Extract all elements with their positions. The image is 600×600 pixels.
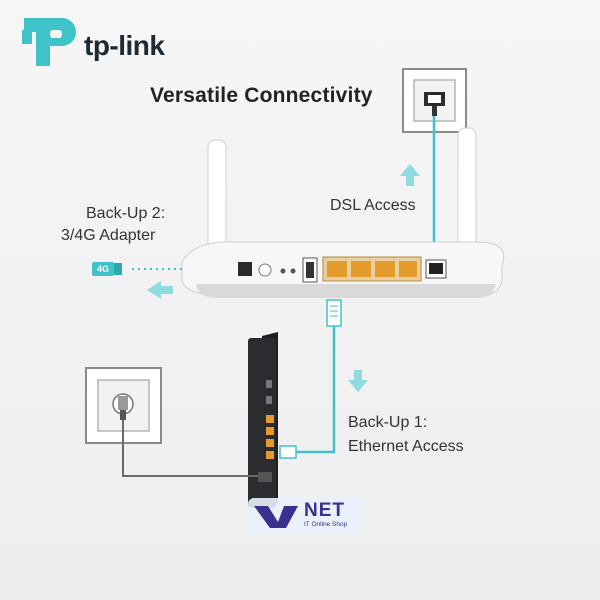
tp-link-logo-icon [22,18,76,66]
arrow-up-icon [400,164,420,186]
backup1-label-line1: Back-Up 1: [348,414,428,431]
dsl-access-label: DSL Access [330,197,416,214]
backup1-label-line2: Ethernet Access [348,438,464,455]
watermark-main-text: NET [304,500,345,521]
watermark-sub-text: IT Online Shop [304,521,348,528]
arrow-down-icon [348,370,368,392]
coax-cable-line [122,420,258,477]
router-antenna-right [457,127,477,259]
adapter-4g-badge: 4G [92,262,114,276]
arrow-left-icon [147,281,173,299]
modem-icon [248,332,278,508]
ethernet-plug-icon [326,299,342,327]
usb-adapter-icon [114,263,122,275]
wall-ethernet-outlet-icon [85,367,162,444]
diagram-title: Versatile Connectivity [150,84,373,107]
modem-ethernet-plug [279,445,297,459]
brand-name: tp-link [84,30,165,61]
backup2-label-line1: Back-Up 2: [86,205,166,222]
watermark-logo-icon [248,498,364,534]
backup2-label-line2: 3/4G Adapter [61,227,156,244]
ethernet-cable-line [296,326,336,454]
router-icon [181,241,505,298]
